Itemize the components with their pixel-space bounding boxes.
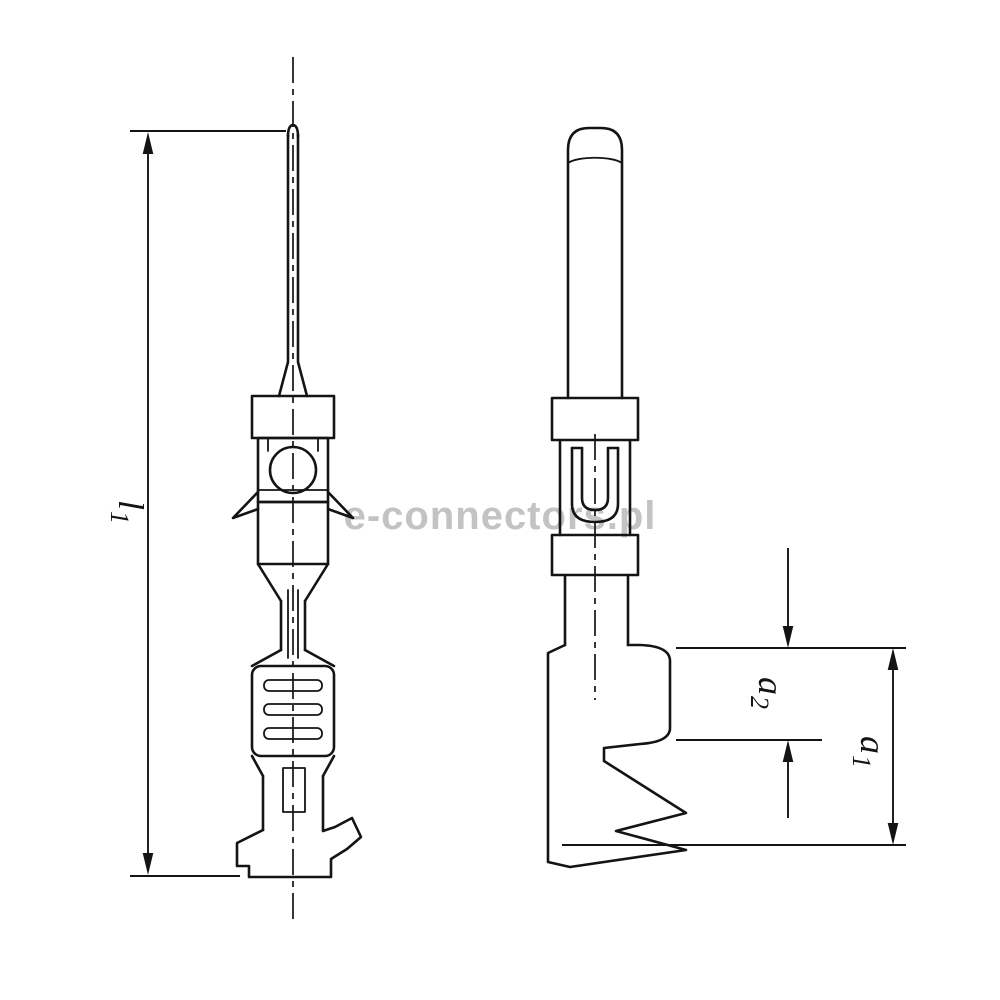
lower-taper-right (321, 754, 336, 778)
a2-subscript: 2 (745, 696, 774, 709)
insulation-crimp-window (282, 767, 306, 813)
lower-taper-left (250, 754, 265, 778)
left-retention-wing (231, 490, 260, 520)
side-body-mid-box (550, 533, 640, 577)
taper-left (256, 562, 283, 603)
barrel-flare-left (250, 648, 283, 668)
terminal-foot (235, 816, 363, 879)
contact-ball (268, 445, 318, 495)
dimension-a2-a1 (562, 548, 906, 846)
centerlines (292, 57, 596, 923)
spring-window-outer (570, 446, 620, 524)
side-lower-body-and-lance (546, 643, 688, 869)
watermark-text: e-connectors.pl (343, 494, 657, 538)
a1-symbol: a (853, 736, 893, 754)
pin-left-edge (277, 133, 290, 398)
l1-arrow-up (142, 132, 154, 154)
a2-arrow-down (782, 626, 794, 648)
serration-slot-1 (263, 679, 323, 692)
barrel-flare-right (303, 648, 336, 668)
pin-side-profile (566, 126, 624, 400)
serration-slot-2 (263, 703, 323, 716)
a1-arrow-down (887, 823, 899, 845)
dimension-l1 (130, 130, 286, 877)
body-box (256, 500, 330, 566)
a2-symbol: a (751, 677, 791, 695)
pin-tip (286, 123, 300, 138)
terminal-side-view (546, 126, 688, 869)
spring-window-inner (580, 446, 610, 512)
a1-subscript: 1 (847, 755, 876, 768)
taper-right (303, 562, 330, 603)
wire-crimp-barrel (250, 664, 336, 758)
right-retention-wing (326, 490, 355, 520)
a1-arrow-up (887, 648, 899, 670)
l1-subscript: 1 (105, 511, 134, 524)
side-body-upper-box (550, 396, 640, 442)
pin-cap-seam (567, 156, 623, 164)
l1-arrow-down (142, 853, 154, 875)
pin-right-edge (296, 133, 309, 398)
serration-slot-3 (263, 727, 323, 740)
l1-symbol: l (111, 499, 151, 510)
a2-arrow-up (782, 740, 794, 762)
terminal-front-view (231, 123, 363, 879)
